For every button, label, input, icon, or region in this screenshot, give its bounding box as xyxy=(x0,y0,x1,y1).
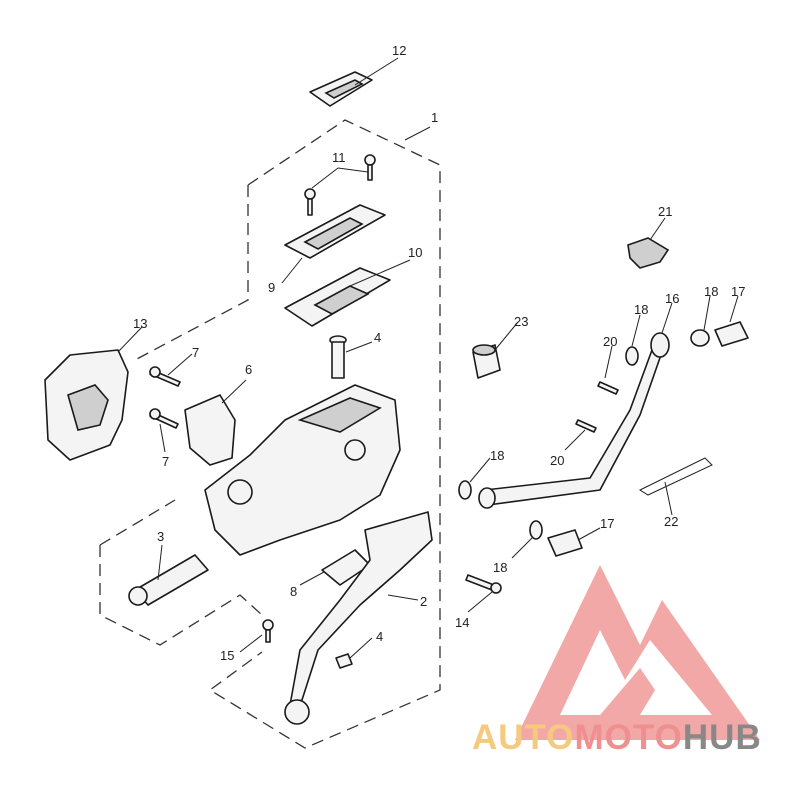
callout-17-lower: 17 xyxy=(600,516,614,531)
part-21-clip xyxy=(627,237,670,269)
callout-9: 9 xyxy=(268,280,275,295)
part-3-push-rod xyxy=(128,554,209,606)
callout-23: 23 xyxy=(514,314,528,329)
callout-11: 11 xyxy=(332,150,346,165)
callout-20-lower: 20 xyxy=(550,453,564,468)
part-2-lever xyxy=(284,511,433,725)
callout-18-middle: 18 xyxy=(490,448,504,463)
callout-18-upper-b: 18 xyxy=(704,284,718,299)
part-18-washers xyxy=(458,329,710,540)
callout-18-lower: 18 xyxy=(493,560,507,575)
callout-1: 1 xyxy=(431,110,438,125)
callout-21: 21 xyxy=(658,204,672,219)
part-6-clamp-half xyxy=(184,394,236,466)
part-20-screws xyxy=(575,381,619,433)
part-9-cap-plate xyxy=(284,204,386,259)
watermark-moto: MOTO xyxy=(574,718,683,757)
part-23-grommet xyxy=(472,344,501,379)
callout-18-upper-a: 18 xyxy=(634,302,648,317)
callout-8: 8 xyxy=(290,584,297,599)
watermark-auto: AUTO xyxy=(472,718,575,757)
part-17-banjo-bolts xyxy=(547,321,749,557)
callout-4-lower: 4 xyxy=(376,629,383,644)
callout-6: 6 xyxy=(245,362,252,377)
callout-labels: 12 1 11 9 10 4 13 7 7 6 3 8 2 4 15 14 23… xyxy=(133,43,745,663)
callout-16: 16 xyxy=(665,291,679,306)
part-13-clamp xyxy=(44,349,129,461)
callout-7-lower: 7 xyxy=(162,454,169,469)
part-4-nut xyxy=(335,653,353,669)
part-14-screw xyxy=(465,574,502,594)
watermark-hub: HUB xyxy=(682,718,762,757)
part-10-diaphragm xyxy=(284,267,391,327)
part-22-cable xyxy=(638,457,713,496)
part-7-bolts xyxy=(149,366,181,429)
callout-7-upper: 7 xyxy=(192,345,199,360)
callout-22: 22 xyxy=(664,514,678,529)
watermark-logo xyxy=(515,565,760,740)
callout-12: 12 xyxy=(392,43,406,58)
assembly-outline xyxy=(99,119,441,749)
part-16-brake-hose xyxy=(478,332,670,509)
callout-17-upper: 17 xyxy=(731,284,745,299)
part-15-screw xyxy=(262,619,274,643)
callout-13: 13 xyxy=(133,316,147,331)
callout-20-upper: 20 xyxy=(603,334,617,349)
part-11-screws xyxy=(304,154,376,216)
watermark-text: AUTOMOTOHUB xyxy=(472,718,762,758)
part-4-pivot-bolt xyxy=(329,335,347,379)
part-12-reservoir-cap-cover xyxy=(309,71,373,107)
callout-15: 15 xyxy=(220,648,234,663)
master-cylinder-body xyxy=(204,384,401,556)
callout-4-upper: 4 xyxy=(374,330,381,345)
leader-lines xyxy=(117,57,739,659)
callout-3: 3 xyxy=(157,529,164,544)
callout-2: 2 xyxy=(420,594,427,609)
callout-10: 10 xyxy=(408,245,422,260)
callout-14: 14 xyxy=(455,615,469,630)
